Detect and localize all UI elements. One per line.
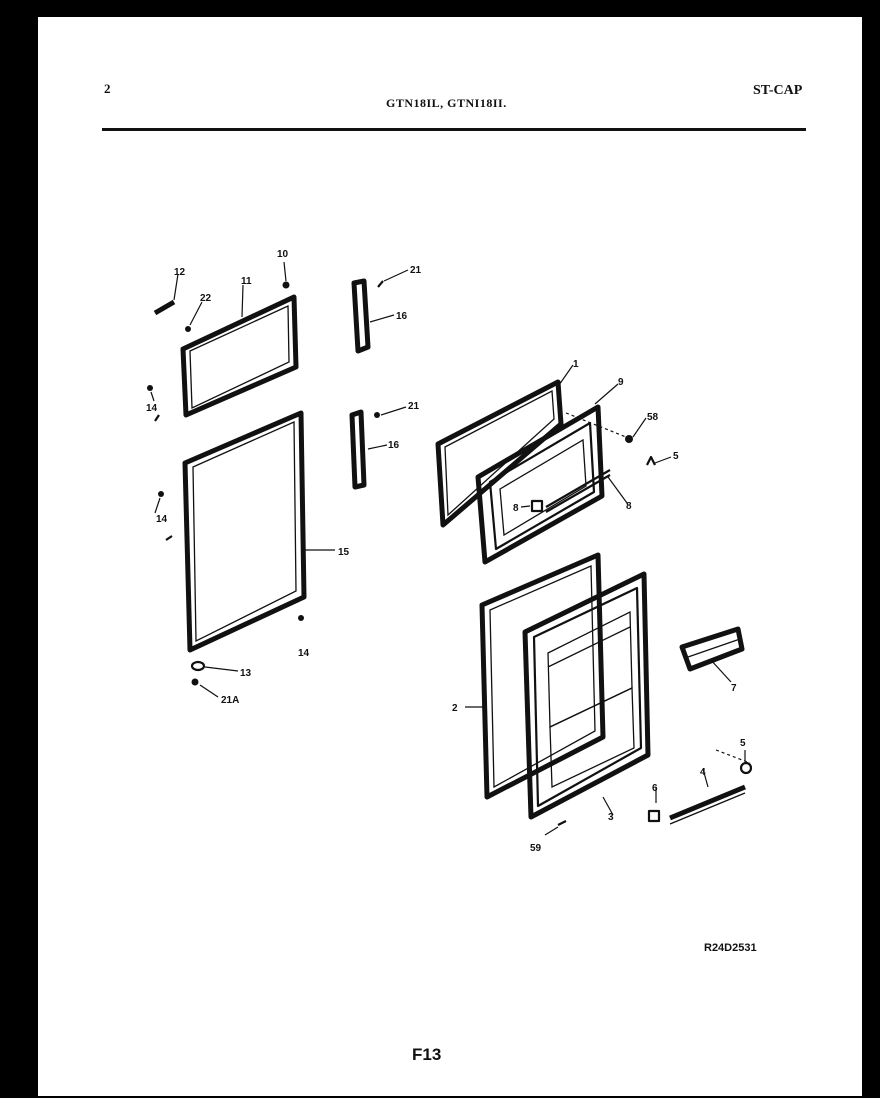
- pin-14-icon: [154, 414, 160, 422]
- label-21a: 21A: [221, 695, 239, 706]
- label-16-lower: 16: [388, 440, 400, 451]
- hinge-cover-16-lower: [349, 409, 367, 490]
- freezer-door-gasket-1: [435, 379, 564, 528]
- label-22: 22: [200, 293, 212, 304]
- label-7: 7: [731, 683, 737, 694]
- label-11: 11: [241, 276, 252, 287]
- label-15: 15: [338, 547, 350, 558]
- fresh-food-door-gasket: [182, 410, 307, 653]
- label-21-upper: 21: [410, 265, 422, 276]
- hinge-13-icon: [190, 660, 206, 672]
- pin-59-icon: [557, 820, 567, 826]
- label-12: 12: [174, 267, 186, 278]
- screw-14-mid-icon: [158, 491, 164, 497]
- page-number: 2: [104, 81, 111, 96]
- dashed-guide-58: [565, 412, 627, 438]
- screw-10-icon: [282, 281, 290, 289]
- header-rule: [102, 128, 806, 131]
- door-handle-4: [669, 784, 746, 825]
- fresh-food-gasket-2: [479, 552, 606, 800]
- screw-21-upper-icon: [377, 280, 384, 288]
- dashed-guide-handle: [715, 749, 751, 764]
- diagram-page: 2 GTN18IL, GTNI18II. ST-CAP: [38, 17, 862, 1096]
- diagram-reference: R24D2531: [704, 942, 757, 954]
- screw-58-icon: [625, 435, 633, 443]
- exploded-parts-diagram: 12 11 10 22 14 14 15 14 13 21A 21 16 21 …: [146, 249, 753, 854]
- label-8-left: 8: [513, 503, 519, 514]
- freezer-door-9: [475, 404, 605, 565]
- label-14-low: 14: [298, 648, 310, 659]
- hinge-cover-16-upper: [351, 278, 371, 354]
- cam-5-icon: [646, 455, 656, 466]
- label-10: 10: [277, 249, 289, 260]
- label-58: 58: [647, 412, 659, 423]
- label-8-right: 8: [626, 501, 632, 512]
- fresh-food-door-3: [522, 571, 651, 820]
- leader-lines: [150, 261, 746, 836]
- end-cap-5-icon: [739, 761, 753, 775]
- label-3: 3: [608, 812, 614, 823]
- model-numbers: GTN18IL, GTNI18II.: [386, 96, 507, 110]
- screw-14-low-icon: [298, 615, 304, 621]
- pin-14-mid-icon: [165, 535, 173, 541]
- freezer-door-gasket: [180, 294, 299, 418]
- door-bar-8b: [545, 474, 611, 513]
- label-13: 13: [240, 668, 252, 679]
- label-6: 6: [652, 783, 658, 794]
- label-21-lower: 21: [408, 401, 420, 412]
- end-cap-6-icon: [647, 809, 661, 823]
- label-1: 1: [573, 359, 579, 370]
- screw-21-lower-icon: [374, 412, 380, 418]
- screw-21a-icon: [191, 678, 199, 686]
- handle-trim-12: [153, 299, 176, 316]
- figure-number: F13: [412, 1045, 442, 1064]
- label-59: 59: [530, 843, 542, 854]
- screw-22-icon: [185, 326, 191, 332]
- label-2: 2: [452, 703, 458, 714]
- label-14-upper: 14: [146, 403, 158, 414]
- label-9: 9: [618, 377, 624, 388]
- dairy-door-7: [679, 626, 745, 672]
- section-code: ST-CAP: [753, 83, 803, 98]
- clip-8-icon: [530, 499, 544, 513]
- label-16-upper: 16: [396, 311, 408, 322]
- label-5-lower: 5: [740, 738, 746, 749]
- screw-14-icon: [147, 385, 153, 391]
- label-14-mid: 14: [156, 514, 168, 525]
- label-5-upper: 5: [673, 451, 679, 462]
- door-bar-8: [545, 469, 611, 508]
- label-4: 4: [700, 767, 706, 778]
